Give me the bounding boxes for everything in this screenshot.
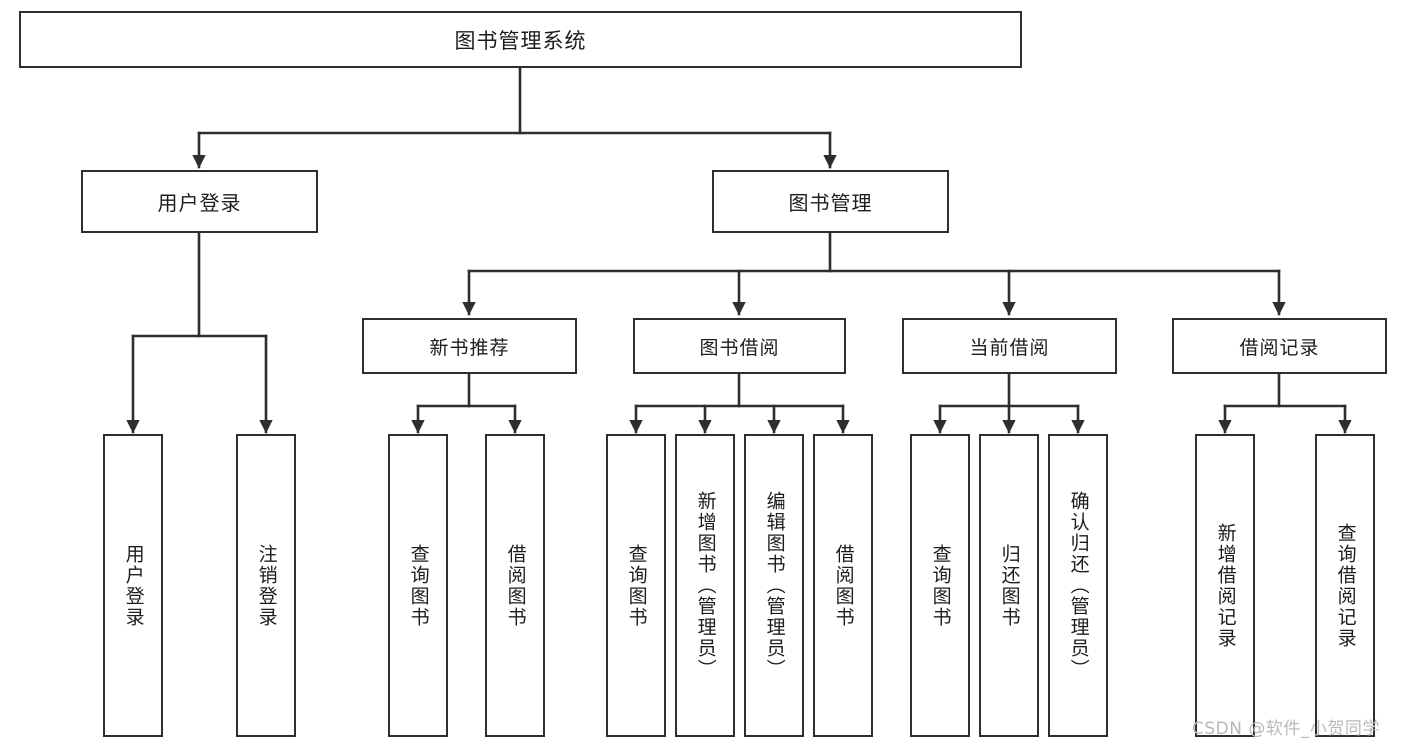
- leaf-user-login-logout[interactable]: 注销登录: [236, 434, 296, 737]
- node-label: 借阅图书: [832, 543, 855, 628]
- node-user-login[interactable]: 用户登录: [81, 170, 318, 233]
- node-label: 查询图书: [929, 543, 952, 628]
- leaf-borrow-record-query-record[interactable]: 查询借阅记录: [1315, 434, 1375, 737]
- leaf-book-borrow-borrow-book[interactable]: 借阅图书: [813, 434, 873, 737]
- leaf-current-borrow-query-book[interactable]: 查询图书: [910, 434, 970, 737]
- node-book-borrow[interactable]: 图书借阅: [633, 318, 846, 374]
- node-root-book-management-system[interactable]: 图书管理系统: [19, 11, 1022, 68]
- leaf-borrow-record-add-record[interactable]: 新增借阅记录: [1195, 434, 1255, 737]
- node-label: 图书借阅: [699, 336, 780, 359]
- node-label: 图书管理: [788, 191, 873, 215]
- node-label: 借阅记录: [1239, 336, 1320, 359]
- node-borrow-record[interactable]: 借阅记录: [1172, 318, 1387, 374]
- leaf-book-borrow-edit-book-admin[interactable]: 编辑图书（管理员）: [744, 434, 804, 737]
- leaf-new-book-borrow-book[interactable]: 借阅图书: [485, 434, 545, 737]
- node-label: 新书推荐: [429, 336, 510, 359]
- node-label: 用户登录: [122, 543, 145, 628]
- leaf-current-borrow-confirm-return-admin[interactable]: 确认归还（管理员）: [1048, 434, 1108, 737]
- leaf-user-login-login[interactable]: 用户登录: [103, 434, 163, 737]
- node-label: 查询图书: [625, 543, 648, 628]
- node-label: 新增图书（管理员）: [694, 491, 717, 680]
- csdn-watermark: CSDN @软件_小贺同学: [1192, 719, 1380, 739]
- leaf-book-borrow-add-book-admin[interactable]: 新增图书（管理员）: [675, 434, 735, 737]
- leaf-new-book-query-book[interactable]: 查询图书: [388, 434, 448, 737]
- node-new-book-recommend[interactable]: 新书推荐: [362, 318, 577, 374]
- node-label: 归还图书: [998, 543, 1021, 628]
- node-label: 查询借阅记录: [1334, 522, 1357, 649]
- node-label: 借阅图书: [504, 543, 527, 628]
- node-book-management[interactable]: 图书管理: [712, 170, 949, 233]
- node-label: 查询图书: [407, 543, 430, 628]
- node-label: 注销登录: [255, 543, 278, 628]
- node-label: 新增借阅记录: [1214, 522, 1237, 649]
- node-label: 当前借阅: [969, 336, 1050, 359]
- node-current-borrow[interactable]: 当前借阅: [902, 318, 1117, 374]
- leaf-current-borrow-return-book[interactable]: 归还图书: [979, 434, 1039, 737]
- node-label: 用户登录: [157, 191, 242, 215]
- leaf-book-borrow-query-book[interactable]: 查询图书: [606, 434, 666, 737]
- node-label: 确认归还（管理员）: [1067, 491, 1090, 680]
- node-label: 编辑图书（管理员）: [763, 491, 786, 680]
- node-label: 图书管理系统: [454, 28, 587, 53]
